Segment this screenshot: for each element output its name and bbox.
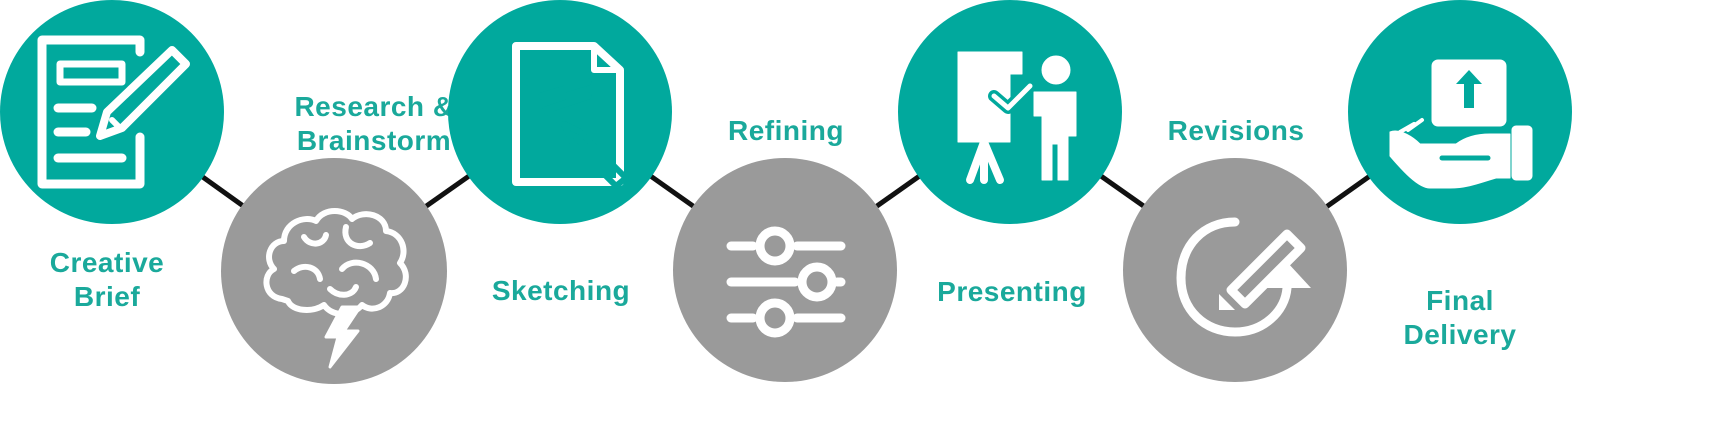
step-label-line: Creative bbox=[49, 247, 165, 278]
step-label-presenting: Presenting bbox=[872, 275, 1152, 309]
paper-pencil-sketch-icon bbox=[512, 42, 629, 189]
step-circle-final-delivery bbox=[1348, 0, 1572, 224]
step-label-line: Brief bbox=[73, 281, 141, 312]
step-circle-presenting bbox=[898, 0, 1122, 224]
step-label-sketching: Sketching bbox=[421, 274, 701, 308]
step-label-line: Sketching bbox=[491, 275, 631, 306]
document-pencil-icon bbox=[37, 35, 190, 189]
presenter-board-icon bbox=[957, 51, 1077, 184]
brain-lightning-icon bbox=[263, 208, 409, 369]
step-label-final-delivery: Final Delivery bbox=[1320, 284, 1600, 352]
step-circle-creative-brief bbox=[0, 0, 224, 224]
step-label-line: Presenting bbox=[937, 276, 1087, 307]
sliders-icon bbox=[726, 226, 846, 338]
step-label-revisions: Revisions bbox=[1096, 114, 1376, 148]
hand-delivering-box-icon bbox=[1389, 59, 1533, 189]
step-circle-research-brainstorm bbox=[221, 158, 447, 384]
step-label-refining: Refining bbox=[646, 114, 926, 148]
step-label-line: Brainstorm bbox=[296, 125, 452, 156]
step-label-creative-brief: Creative Brief bbox=[0, 246, 247, 314]
step-label-research-brainstorm: Research & Brainstorm bbox=[234, 90, 514, 158]
step-label-line: Refining bbox=[728, 115, 844, 146]
step-label-line: Final bbox=[1426, 285, 1494, 316]
step-circle-sketching bbox=[448, 0, 672, 224]
step-label-line: Delivery bbox=[1403, 319, 1517, 350]
step-label-line: Revisions bbox=[1167, 115, 1305, 146]
revision-arrow-pencil-icon bbox=[1176, 217, 1311, 337]
step-circle-revisions bbox=[1123, 158, 1347, 382]
step-circle-refining bbox=[673, 158, 897, 382]
step-label-line: Research & bbox=[294, 91, 454, 122]
